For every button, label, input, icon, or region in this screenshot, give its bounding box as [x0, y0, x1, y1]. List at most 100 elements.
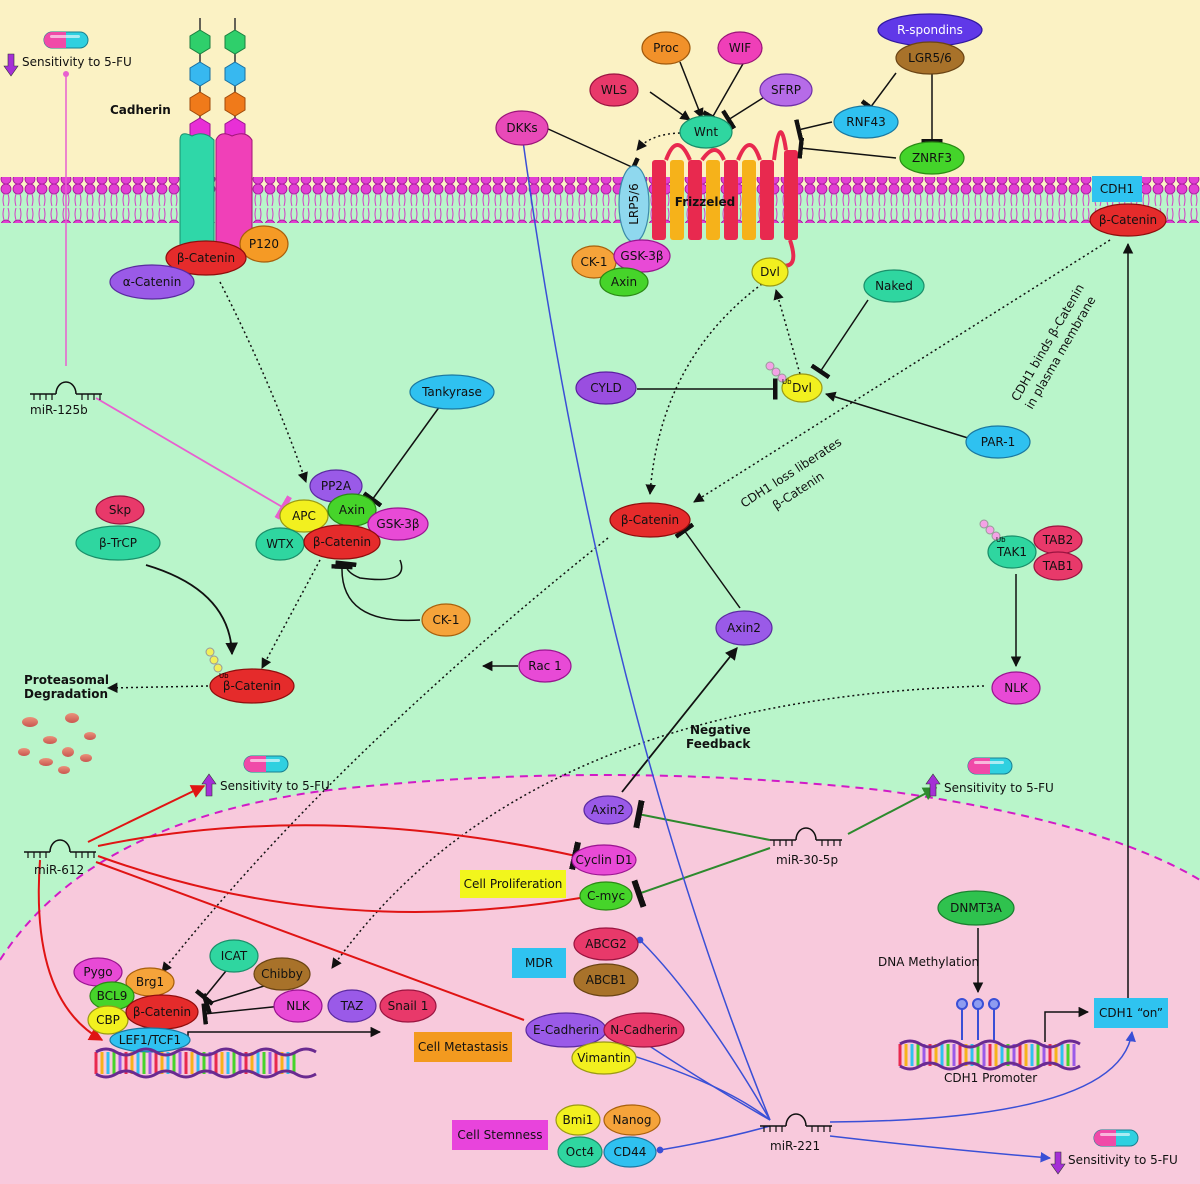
cdh1-on-box: [1094, 998, 1168, 1028]
node-nlk-c: NLK: [991, 671, 1041, 705]
node-label-bcat-c: β-Catenin: [313, 535, 371, 549]
capsule-top-left: [43, 31, 89, 49]
node-label-lrp: LRP5/6: [627, 183, 641, 225]
pathway-edges: [37, 61, 1136, 1163]
node-ck1-c: CK-1: [421, 603, 471, 637]
node-label-pygo: Pygo: [83, 965, 112, 979]
node-dkks: DKKs: [495, 110, 549, 146]
node-label-brg1: Brg1: [136, 975, 164, 989]
node-ncad: N-Cadherin: [603, 1012, 685, 1048]
proteasome-fragments: [18, 713, 96, 774]
node-icat: ICAT: [209, 939, 259, 973]
node-pygo: Pygo: [73, 957, 123, 987]
node-label-ck1-top: CK-1: [581, 255, 608, 269]
node-label-ck1-c: CK-1: [433, 613, 460, 627]
feedback-label: Feedback: [686, 737, 751, 751]
node-label-cbp: CBP: [96, 1013, 120, 1027]
node-label-wnt: Wnt: [694, 125, 718, 139]
sensitivity-top-left: Sensitivity to 5-FU: [22, 55, 132, 69]
node-label-apc: APC: [292, 509, 316, 523]
node-label-bmi1: Bmi1: [563, 1113, 594, 1127]
node-label-nanog: Nanog: [613, 1113, 652, 1127]
node-label-axin-top: Axin: [611, 275, 637, 289]
node-ecad: E-Cadherin: [525, 1012, 607, 1048]
ub-label-2: Ub: [782, 378, 792, 386]
node-bcat-c: β-Catenin: [303, 524, 381, 560]
node-dvl-top: Dvl: [751, 257, 789, 287]
node-rnf43: RNF43: [833, 105, 899, 139]
node-label-dnmt3a: DNMT3A: [950, 901, 1003, 915]
node-cd44: CD44: [603, 1136, 657, 1168]
node-label-par1: PAR-1: [981, 435, 1016, 449]
mir305p-symbol: [770, 827, 842, 846]
node-label-lgr: LGR5/6: [908, 51, 952, 65]
node-btrcp: β-TrCP: [75, 525, 161, 561]
node-label-axin-c: Axin: [339, 503, 365, 517]
nuclear-membrane: [0, 774, 1200, 961]
node-label-rspondins: R-spondins: [897, 23, 963, 37]
node-brg1: Brg1: [125, 967, 175, 997]
node-label-oct4: Oct4: [566, 1145, 594, 1159]
node-abcb1: ABCB1: [573, 963, 639, 997]
mdr-box: [512, 948, 566, 978]
node-label-bcat-free: β-Catenin: [621, 513, 679, 527]
node-dvl-mid: Dvl: [781, 373, 823, 403]
node-label-btrcp: β-TrCP: [99, 536, 137, 550]
node-wtx: WTX: [255, 527, 305, 561]
node-wls: WLS: [589, 73, 639, 107]
capsule-mid-left: [243, 755, 289, 773]
node-bcat-mem: β-Catenin: [1089, 203, 1167, 237]
node-cyclind1: Cyclin D1: [571, 844, 637, 876]
node-bcat-cadherin: β-Catenin: [165, 240, 247, 276]
frizzeled-label: Frizzeled: [675, 195, 735, 209]
node-skp: Skp: [95, 495, 145, 525]
node-label-bcat-mem: β-Catenin: [1099, 213, 1157, 227]
frizzeled-receptor: [652, 130, 798, 268]
cell-stemness-box: [452, 1120, 548, 1150]
node-label-cd44: CD44: [614, 1145, 647, 1159]
node-naked: Naked: [863, 269, 925, 303]
ub-label-1: Ub: [219, 672, 229, 680]
node-wnt: Wnt: [679, 115, 733, 149]
cell-metastasis-box: [414, 1032, 512, 1062]
node-gsk-top: GSK-3β: [613, 239, 671, 273]
cell-metastasis-label: Cell Metastasis: [418, 1040, 508, 1054]
node-acat: α-Catenin: [109, 264, 195, 300]
cell-stemness-label: Cell Stemness: [457, 1128, 542, 1142]
mirna-symbols: [24, 381, 842, 1132]
methylation-marks: [956, 998, 1000, 1040]
node-label-wif: WIF: [729, 41, 751, 55]
dna-strands: [94, 1039, 1081, 1079]
node-label-gsk-c: GSK-3β: [376, 517, 419, 531]
node-label-naked: Naked: [875, 279, 913, 293]
node-rspondins: R-spondins: [877, 13, 983, 47]
node-p120: P120: [239, 225, 289, 263]
node-abcg2: ABCG2: [573, 927, 639, 961]
node-label-p120: P120: [249, 237, 279, 251]
node-label-tab2: TAB2: [1042, 533, 1073, 547]
negative-label: Negative: [690, 723, 751, 737]
dna-methylation-label: DNA Methylation: [878, 955, 979, 969]
capsule-bottom-right: [1093, 1129, 1139, 1147]
node-snail: Snail 1: [379, 989, 437, 1023]
node-label-icat: ICAT: [221, 949, 248, 963]
capsule-mid-right: [967, 757, 1013, 775]
node-label-cyld: CYLD: [590, 381, 621, 395]
sensitivity-bottom-right: Sensitivity to 5-FU: [1068, 1153, 1178, 1167]
sensitivity-arrows: [3, 53, 1066, 1175]
node-axin-c: Axin: [327, 493, 377, 527]
cdh1-on-label: CDH1 “on”: [1099, 1006, 1163, 1020]
node-label-bcl9: BCL9: [97, 989, 128, 1003]
node-label-gsk-top: GSK-3β: [620, 249, 663, 263]
ubiquitin-chains: Ub Ub Ub: [205, 361, 1006, 680]
node-par1: PAR-1: [965, 425, 1031, 459]
node-label-taz: TAZ: [340, 999, 364, 1013]
drug-capsules: [43, 31, 1139, 1147]
node-lrp: LRP5/6: [618, 165, 650, 243]
sensitivity-mid-left: Sensitivity to 5-FU: [220, 779, 330, 793]
cell-proliferation-box: [460, 870, 566, 898]
node-label-acat: α-Catenin: [123, 275, 182, 289]
node-label-dvl-top: Dvl: [760, 265, 780, 279]
node-label-nlk-n: NLK: [286, 999, 311, 1013]
